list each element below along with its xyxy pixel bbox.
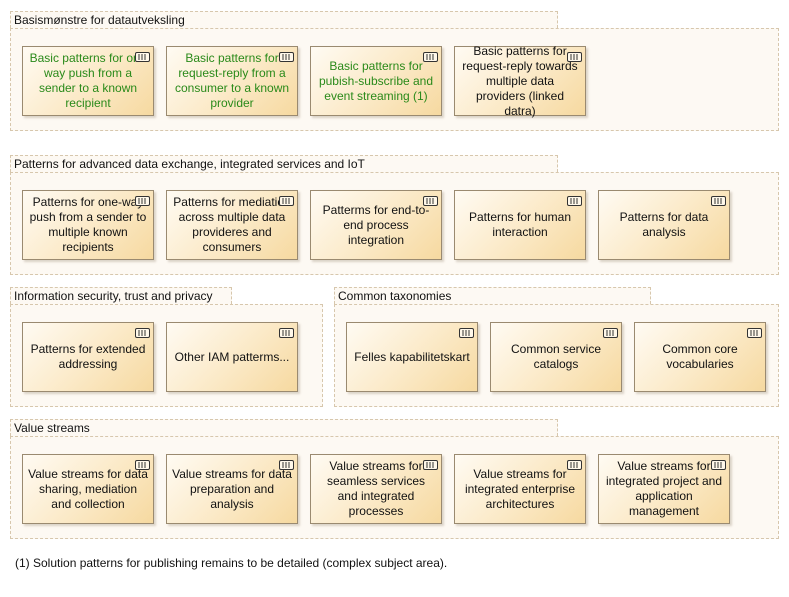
component-icon	[135, 51, 150, 62]
pattern-box-mediation[interactable]: Patterns for mediation across multiple d…	[166, 190, 298, 260]
component-icon	[711, 459, 726, 470]
component-icon	[135, 195, 150, 206]
component-icon	[135, 327, 150, 338]
box-label: Value streams for seamless services and …	[326, 459, 426, 518]
group-tab-common-taxonomies: Common taxonomies	[334, 287, 651, 304]
pattern-box-request-reply[interactable]: Basic patterns for request-reply from a …	[166, 46, 298, 116]
box-label: Patterns for extended addressing	[30, 342, 146, 371]
box-label: Basic patterns for one way push from a s…	[29, 51, 147, 110]
component-icon	[459, 327, 474, 338]
component-icon	[747, 327, 762, 338]
component-icon	[279, 195, 294, 206]
pattern-box-human-interaction[interactable]: Patterns for human interaction	[454, 190, 586, 260]
component-icon	[279, 327, 294, 338]
group-tab-advanced-patterns: Patterns for advanced data exchange, int…	[10, 155, 558, 172]
box-label: Common service catalogs	[510, 342, 602, 371]
box-label: Value streams for data sharing, mediatio…	[28, 466, 148, 511]
component-icon	[423, 459, 438, 470]
box-label: Basic patterns for request-reply towards…	[462, 43, 578, 118]
box-label: Basic patterns for request-reply from a …	[174, 51, 290, 110]
pattern-box-one-way-push-multiple[interactable]: Patterns for one-way push from a sender …	[22, 190, 154, 260]
box-label: Patterns for data analysis	[619, 210, 709, 239]
value-stream-box-data-sharing[interactable]: Value streams for data sharing, mediatio…	[22, 454, 154, 524]
group-tab-information-security: Information security, trust and privacy	[10, 287, 232, 304]
box-label: Felles kapabilitetskart	[354, 349, 470, 364]
component-icon	[567, 195, 582, 206]
pattern-box-other-iam[interactable]: Other IAM patterms...	[166, 322, 298, 392]
value-stream-box-seamless-services[interactable]: Value streams for seamless services and …	[310, 454, 442, 524]
box-label: Other IAM patterms...	[174, 349, 290, 364]
pattern-box-request-reply-multiple[interactable]: Basic patterns for request-reply towards…	[454, 43, 586, 118]
component-icon	[279, 459, 294, 470]
pattern-box-process-integration[interactable]: Patterms for end-to-end process integrat…	[310, 190, 442, 260]
box-label: Common core vocabularies	[662, 342, 738, 371]
component-icon	[423, 51, 438, 62]
pattern-box-extended-addressing[interactable]: Patterns for extended addressing	[22, 322, 154, 392]
component-icon	[279, 51, 294, 62]
component-icon	[567, 459, 582, 470]
value-stream-box-project-management[interactable]: Value streams for integrated project and…	[598, 454, 730, 524]
component-icon	[603, 327, 618, 338]
component-icon	[567, 51, 582, 62]
footnote: (1) Solution patterns for publishing rem…	[15, 556, 448, 570]
box-label: Basic patterns for pubish-subscribe and …	[318, 58, 434, 103]
box-label: Patterms for end-to-end process integrat…	[322, 202, 430, 247]
group-tab-value-streams: Value streams	[10, 419, 558, 436]
pattern-box-core-vocabularies[interactable]: Common core vocabularies	[634, 322, 766, 392]
box-label: Value streams for data preparation and a…	[172, 466, 292, 511]
value-stream-box-enterprise-architectures[interactable]: Value streams for integrated enterprise …	[454, 454, 586, 524]
box-label: Value streams for integrated enterprise …	[464, 466, 576, 511]
pattern-box-publish-subscribe[interactable]: Basic patterns for pubish-subscribe and …	[310, 46, 442, 116]
component-icon	[135, 459, 150, 470]
box-label: Patterns for mediation across multiple d…	[173, 195, 291, 254]
pattern-box-service-catalogs[interactable]: Common service catalogs	[490, 322, 622, 392]
component-icon	[423, 195, 438, 206]
value-stream-box-data-preparation[interactable]: Value streams for data preparation and a…	[166, 454, 298, 524]
box-label: Value streams for integrated project and…	[605, 459, 723, 518]
box-label: Patterns for one-way push from a sender …	[29, 195, 147, 254]
group-tab-basismonstre: Basismønstre for datautveksling	[10, 11, 558, 28]
component-icon	[711, 195, 726, 206]
box-label: Patterns for human interaction	[468, 210, 572, 239]
pattern-box-one-way-push[interactable]: Basic patterns for one way push from a s…	[22, 46, 154, 116]
pattern-box-felles-kapabilitetskart[interactable]: Felles kapabilitetskart	[346, 322, 478, 392]
pattern-box-data-analysis[interactable]: Patterns for data analysis	[598, 190, 730, 260]
